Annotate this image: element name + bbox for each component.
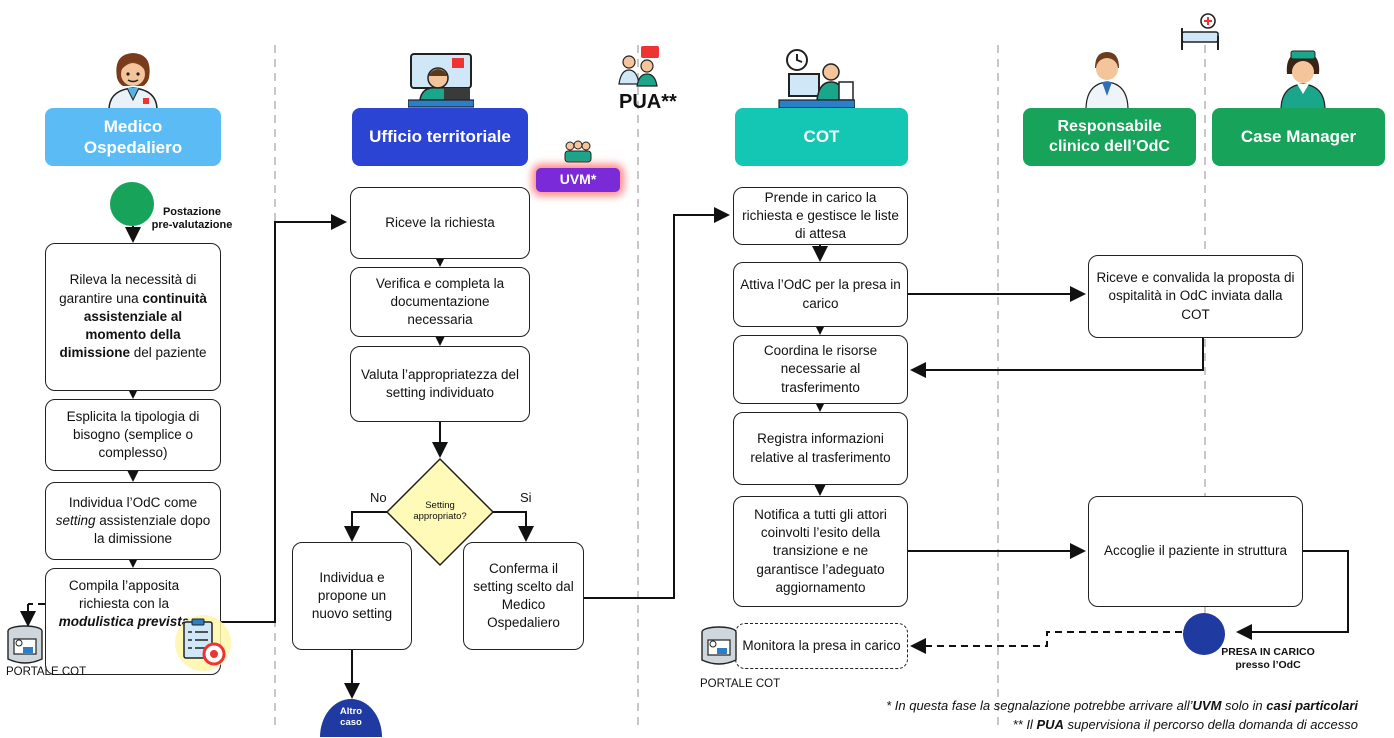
footnote-pua-a: ** Il <box>1012 717 1037 732</box>
lane-header-cot: COT <box>735 108 908 166</box>
end-node <box>1183 613 1225 655</box>
medico-step1-text-a: Rileva la necessità di garantire una <box>59 272 197 306</box>
start-label-line2: pre-valutazione <box>151 219 233 232</box>
lane-title-responsabile-line2: clinico dell’OdC <box>1049 138 1170 155</box>
pua-group-icon <box>618 46 659 87</box>
cot-step-notify-actors: Notifica a tutti gli attori coinvolti l’… <box>733 496 908 607</box>
doctor-man-icon <box>1085 52 1129 110</box>
uvm-team-icon <box>564 140 592 163</box>
lane-header-ufficio: Ufficio territoriale <box>352 108 528 166</box>
footnote-uvm-c: solo in <box>1221 698 1267 713</box>
footnote-uvm-d: casi particolari <box>1266 698 1358 713</box>
medico-step1-text-b: continuità assistenziale al momento dell… <box>59 290 207 361</box>
start-label-line1: Postazione <box>162 206 222 218</box>
cot-operator-icon <box>778 49 855 109</box>
medico-step3-text-a: Individua l’OdC come <box>68 494 198 510</box>
branch-no-label: No <box>370 490 387 505</box>
footnote-pua-c: supervisiona il percorso della domanda d… <box>1063 717 1359 732</box>
cot-step-activate-odc: Attiva l’OdC per la presa in carico <box>733 262 908 327</box>
medico-step4-text-a: Compila l’apposita richiesta con la <box>68 578 180 612</box>
portal-database-icon-left <box>7 625 43 664</box>
ufficio-step-evaluate-setting: Valuta l’appropriatezza del setting indi… <box>350 346 530 422</box>
ufficio-step-verify-docs: Verifica e completa la documentazione ne… <box>350 267 530 337</box>
portal-database-icon-right <box>701 626 737 665</box>
lane-title-medico-line2: Ospedaliero <box>83 138 183 157</box>
end-label: PRESA IN CARICO presso l’OdC <box>1208 646 1328 671</box>
hospital-bed-icon <box>1181 13 1219 50</box>
medico-step-detect-need: Rileva la necessità di garantire una con… <box>45 243 221 391</box>
end-label-line2: presso l’OdC <box>1235 658 1301 671</box>
uvm-badge: UVM* <box>536 168 620 192</box>
end-label-line1: PRESA IN CARICO <box>1221 646 1315 658</box>
cot-step-take-charge: Prende in carico la richiesta e gestisce… <box>733 187 908 245</box>
footnote-uvm-a: * In questa fase la segnalazione potrebb… <box>886 698 1193 713</box>
decision-diamond <box>385 457 495 567</box>
footnote-uvm: * In questa fase la segnalazione potrebb… <box>886 698 1358 713</box>
medico-step3-text-c: assistenziale dopo la dimissione <box>93 512 211 547</box>
ufficio-step-confirm-setting: Conferma il setting scelto dal Medico Os… <box>463 542 584 650</box>
start-node <box>110 182 154 226</box>
medico-step-need-type: Esplicita la tipologia di bisogno (sempl… <box>45 399 221 471</box>
branch-si-label: Si <box>520 490 532 505</box>
lane-title-medico-line1: Medico <box>103 116 163 136</box>
medico-step3-text-b: setting <box>55 512 96 528</box>
other-case-line1: Altro <box>339 706 363 717</box>
cot-step-register-info: Registra informazioni relative al trasfe… <box>733 412 908 485</box>
lane-header-responsabile: Responsabile clinico dell’OdC <box>1023 108 1196 166</box>
footnote-uvm-b: UVM <box>1192 698 1222 713</box>
footnote-pua: ** Il PUA supervisiona il percorso della… <box>1013 717 1358 732</box>
lane-title-responsabile-line1: Responsabile <box>1057 118 1162 135</box>
cot-step-monitor: Monitora la presa in carico <box>735 623 908 669</box>
form-checklist-icon <box>175 615 231 671</box>
cot-step-coordinate-resources: Coordina le risorse necessarie al trasfe… <box>733 335 908 404</box>
resp-step-welcome-patient: Accoglie il paziente in struttura <box>1088 496 1303 607</box>
start-label: Postazione pre-valutazione <box>144 206 240 232</box>
resp-step-validate-proposal: Riceve e convalida la proposta di ospita… <box>1088 255 1303 338</box>
medico-step1-text-c: del paziente <box>129 345 207 361</box>
portal-label-left: PORTALE COT <box>6 666 87 678</box>
lane-header-case-manager: Case Manager <box>1212 108 1385 166</box>
medico-step-identify-odc: Individua l’OdC come setting assistenzia… <box>45 482 221 560</box>
other-case-label: Altro caso <box>320 706 382 729</box>
doctor-woman-icon <box>108 53 158 110</box>
pua-label: PUA** <box>619 91 677 113</box>
office-worker-icon <box>408 53 474 108</box>
decision-label: Setting appropriato? <box>413 500 467 523</box>
ufficio-step-receive-request: Riceve la richiesta <box>350 187 530 259</box>
ufficio-step-propose-new-setting: Individua e propone un nuovo setting <box>292 542 412 650</box>
medico-step4-text-b: modulistica prevista <box>58 614 190 630</box>
nurse-icon <box>1280 50 1326 110</box>
portal-label-right: PORTALE COT <box>700 678 781 690</box>
other-case-line2: caso <box>340 717 362 729</box>
footnote-pua-b: PUA <box>1036 717 1064 732</box>
